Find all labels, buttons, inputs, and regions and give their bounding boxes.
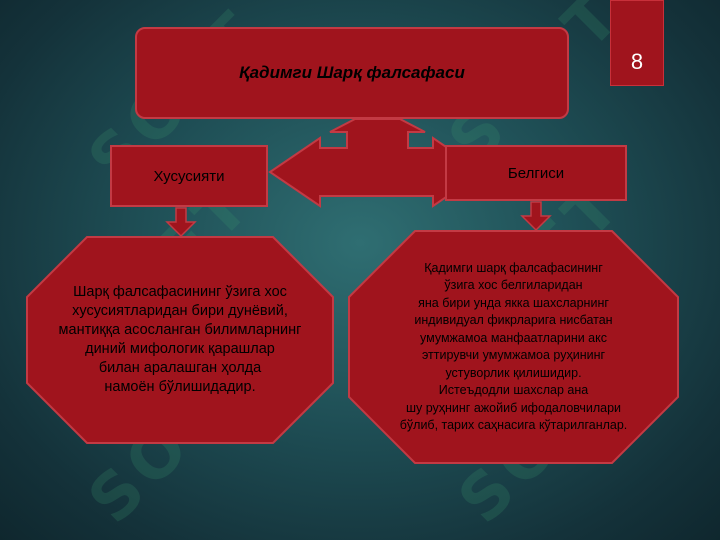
- description-line: Истеъдодли шахслар ана: [438, 383, 589, 397]
- description-line: ўзига хос белгиларидан: [444, 278, 583, 292]
- left-label-text: Хусусияти: [153, 167, 225, 185]
- description-line: Қадимги шарқ фалсафасининг: [424, 260, 603, 275]
- description-line: индивидуал фикрларига нисбатан: [414, 313, 613, 327]
- right-label-text: Белгиси: [507, 165, 565, 182]
- right-label-box: Белгиси: [445, 145, 627, 201]
- down-arrow-right: [520, 201, 552, 232]
- description-line: мантиққа асосланган билимларнинг: [58, 322, 302, 338]
- description-line: билан аралашган ҳолда: [98, 360, 262, 376]
- title-text: Қадимги Шарқ фалсафаси: [239, 63, 465, 82]
- page-number: 8: [610, 0, 664, 86]
- title-box: Қадимги Шарқ фалсафаси: [135, 27, 569, 119]
- left-octagon: Шарқ фалсафасининг ўзига хос хусусиятлари…: [25, 235, 335, 445]
- description-line: умумжамоа манфаатларини акс: [420, 330, 607, 345]
- description-line: диний мифологик қарашлар: [85, 341, 275, 357]
- description-line: эттирувчи умумжамоа руҳининг: [421, 348, 606, 362]
- description-line: шу руҳнинг ажойиб ифодаловчилари: [405, 400, 622, 415]
- vertical-double-arrow: [268, 118, 485, 208]
- left-description: Шарқ фалсафасининг ўзига хос хусусиятлари…: [25, 235, 335, 445]
- description-line: Шарқ фалсафасининг ўзига хос: [73, 284, 287, 300]
- left-label-box: Хусусияти: [110, 145, 268, 207]
- left-octagon-shape: [26, 236, 334, 444]
- description-line: хусусиятларидан бири дунёвий,: [72, 303, 288, 319]
- right-octagon: Қадимги шарқ фалсафасининг ўзига хос белг…: [347, 229, 680, 465]
- description-line: намоён бўлишидадир.: [104, 379, 256, 395]
- right-description: Қадимги шарқ фалсафасининг ўзига хос белг…: [347, 229, 680, 465]
- description-line: яна бири унда якка шахсларнинг: [418, 295, 609, 310]
- description-line: бўлиб, тарих саҳнасига кўтарилганлар.: [399, 418, 628, 432]
- right-octagon-shape: [348, 230, 679, 464]
- description-line: устуворлик қилишидир.: [445, 365, 582, 380]
- down-arrow-left: [165, 207, 197, 238]
